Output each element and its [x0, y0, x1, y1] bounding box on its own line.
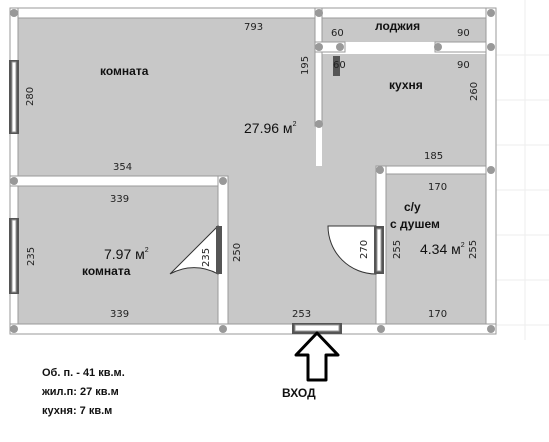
- dim-label: 255: [468, 240, 479, 259]
- bathroom-floor: [386, 174, 486, 324]
- dim-label: 170: [428, 182, 447, 193]
- wall-bathroom-top: [375, 165, 487, 175]
- kitchen-floor: [322, 54, 486, 166]
- area-summary: Об. п. - 41 кв.м. жил.п: 27 кв.м кухня: …: [42, 364, 125, 421]
- living-area: жил.п: 27 кв.м: [42, 386, 119, 398]
- wall-top: [9, 7, 497, 19]
- loggia-label: лоджия: [375, 19, 420, 33]
- small-room-label: комната: [82, 264, 131, 278]
- dimension-labels: 793 60 90 60 90 195 280 260 354 185 339 …: [25, 22, 480, 320]
- dim-label: 270: [359, 240, 370, 259]
- dim-label: 235: [26, 247, 37, 266]
- main-room-floor: [18, 18, 316, 176]
- dim-label: 60: [331, 28, 344, 39]
- dim-label: 280: [25, 87, 36, 106]
- wall-small-room-top: [9, 175, 226, 187]
- wall-loggia-vertical: [314, 7, 323, 127]
- dim-label: 90: [457, 60, 470, 71]
- kitchen-area: кухня: 7 кв.м: [42, 405, 113, 417]
- wall-bottom: [9, 323, 497, 335]
- dim-label: 260: [469, 82, 480, 101]
- dim-label: 195: [300, 56, 311, 75]
- loggia-floor: [322, 18, 486, 42]
- dim-label: 235: [201, 248, 212, 267]
- kitchen-label: кухня: [389, 78, 423, 92]
- wall-loggia-right: [434, 41, 487, 53]
- wall-joints: [10, 9, 495, 333]
- background-grid: [495, 0, 549, 340]
- dim-label: 253: [292, 309, 311, 320]
- doors: [169, 224, 384, 275]
- dim-label: 255: [392, 240, 403, 259]
- dim-label: 60: [333, 60, 346, 71]
- bathroom-label-line1: с/у: [404, 200, 421, 214]
- bathroom-label-line2: с душем: [390, 217, 440, 231]
- dim-label: 339: [110, 309, 129, 320]
- room-floors: [18, 18, 488, 324]
- window-loggia-divider: [333, 56, 340, 76]
- small-room-area: 7.97 м2: [104, 246, 149, 262]
- entrance-arrow-icon: [294, 331, 340, 382]
- bathroom-area: 4.34 м2: [420, 241, 465, 257]
- main-room-label: комната: [100, 64, 149, 78]
- dim-label: 339: [110, 194, 129, 205]
- entrance-label: ВХОД: [282, 386, 316, 400]
- dim-label: 170: [428, 309, 447, 320]
- dim-label: 185: [424, 151, 443, 162]
- dim-label: 793: [244, 22, 263, 33]
- bathroom-door: [327, 225, 377, 275]
- main-room-area: 27.96 м2: [244, 120, 297, 136]
- windows: [9, 56, 342, 334]
- dim-label: 354: [113, 162, 132, 173]
- dim-label: 250: [232, 243, 243, 262]
- total-area: Об. п. - 41 кв.м.: [42, 367, 125, 379]
- small-room-floor: [18, 186, 218, 324]
- dim-label: 90: [457, 28, 470, 39]
